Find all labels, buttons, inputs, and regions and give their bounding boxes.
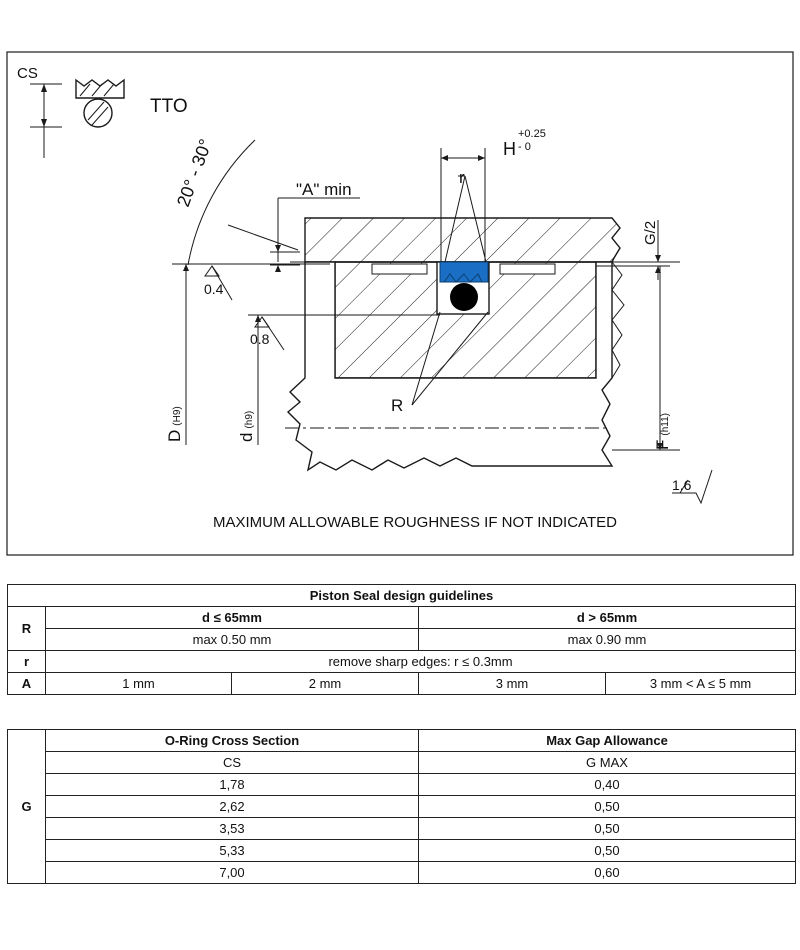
angle-label: 20° - 30° xyxy=(173,136,216,209)
a-value: 3 mm xyxy=(418,672,606,695)
tto-seal-icon xyxy=(30,78,125,158)
roughness-04: 0.4 xyxy=(204,281,224,297)
gap-value: 0,50 xyxy=(418,817,796,840)
roughness-16: 1.6 xyxy=(672,477,692,493)
a-value: 1 mm xyxy=(45,672,232,695)
table-row: 2,62 0,50 xyxy=(8,795,796,818)
a-value: 2 mm xyxy=(231,672,419,695)
guidelines-table: Piston Seal design guidelines R d ≤ 65mm… xyxy=(6,584,797,695)
row-label-g: G xyxy=(7,729,46,884)
seal-drawing: CS TTO 20° - 30° "A" min H +0.25 - 0 r R xyxy=(6,51,794,556)
r-col2-head: d > 65mm xyxy=(417,606,797,629)
angle-arc xyxy=(187,139,256,266)
table-row: 7,00 0,60 xyxy=(8,861,796,884)
r-small-value: remove sharp edges: r ≤ 0.3mm xyxy=(44,650,797,673)
cs-col-head: O-Ring Cross Section xyxy=(45,729,419,752)
h-label: H xyxy=(503,139,516,159)
cs-subhead: CS xyxy=(45,751,419,774)
cs-value: 2,62 xyxy=(45,795,419,818)
o-ring xyxy=(450,283,478,311)
h-tol-plus: +0.25 xyxy=(518,128,546,140)
gap-table: G O-Ring Cross Section Max Gap Allowance… xyxy=(7,729,796,884)
roughness-symbol-16 xyxy=(672,469,713,505)
gap-value: 0,50 xyxy=(418,795,796,818)
roughness-symbol-08 xyxy=(254,316,285,351)
f-label: F(h11) xyxy=(653,413,672,450)
cs-value: 3,53 xyxy=(45,817,419,840)
r-col1-value: max 0.50 mm xyxy=(45,628,419,651)
roughness-symbol-04 xyxy=(204,265,233,301)
r-col1-head: d ≤ 65mm xyxy=(45,606,419,629)
d-small-label: d(h9) xyxy=(237,411,256,442)
cs-value: 5,33 xyxy=(45,839,419,862)
cs-value: 1,78 xyxy=(45,773,419,796)
table-row: 1,78 0,40 xyxy=(8,773,796,796)
tto-label: TTO xyxy=(150,96,188,117)
h-tol-minus: - 0 xyxy=(518,141,531,153)
cs-label: CS xyxy=(17,65,38,82)
r-big-label: R xyxy=(391,396,403,415)
gmax-subhead: G MAX xyxy=(418,751,796,774)
a-value: 3 mm < A ≤ 5 mm xyxy=(604,672,797,695)
d-big-label: D(H9) xyxy=(165,406,184,442)
gap-col-head: Max Gap Allowance xyxy=(418,729,796,752)
cs-value: 7,00 xyxy=(45,861,419,884)
r-col2-value: max 0.90 mm xyxy=(417,628,797,651)
table-row: 3,53 0,50 xyxy=(8,817,796,840)
gap-value: 0,40 xyxy=(418,773,796,796)
a-min-label: "A" min xyxy=(296,180,352,199)
drawing-frame xyxy=(6,51,794,556)
table-row: 5,33 0,50 xyxy=(8,839,796,862)
gap-value: 0,50 xyxy=(418,839,796,862)
g-half-label: G/2 xyxy=(642,221,659,245)
row-label-r: R xyxy=(7,606,46,651)
rod-body xyxy=(286,261,614,472)
housing-bore xyxy=(304,217,621,263)
roughness-note: MAXIMUM ALLOWABLE ROUGHNESS IF NOT INDIC… xyxy=(213,514,617,531)
gap-value: 0,60 xyxy=(418,861,796,884)
guidelines-title: Piston Seal design guidelines xyxy=(6,584,797,607)
roughness-08: 0.8 xyxy=(250,331,270,347)
r-small-label: r xyxy=(459,168,465,187)
row-label-a: A xyxy=(7,672,46,695)
row-label-r-small: r xyxy=(7,650,46,673)
